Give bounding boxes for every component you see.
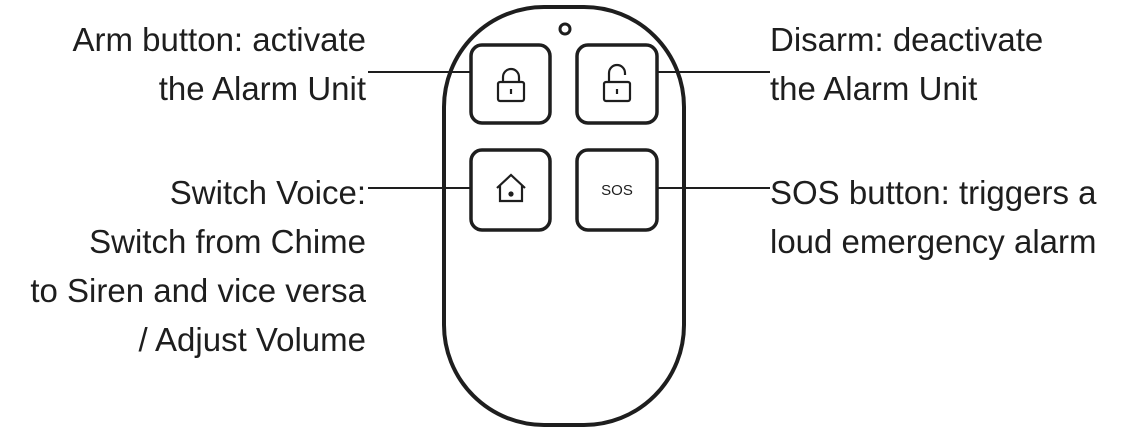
status-led bbox=[558, 22, 572, 36]
sos-key-label: SOS bbox=[601, 182, 633, 199]
arm-key[interactable] bbox=[469, 43, 552, 125]
voice-key[interactable] bbox=[469, 148, 552, 232]
callout-line: loud emergency alarm bbox=[770, 223, 1097, 260]
sos-button-callout: SOS button: triggers a loud emergency al… bbox=[770, 168, 1097, 266]
disarm-button-callout: Disarm: deactivate the Alarm Unit bbox=[770, 15, 1043, 113]
sos-key[interactable]: SOS bbox=[575, 148, 659, 232]
callout-line: Switch Voice: bbox=[169, 174, 366, 211]
callout-line: / Adjust Volume bbox=[138, 321, 366, 358]
callout-line: Arm button: activate bbox=[72, 21, 366, 58]
callout-line: SOS button: triggers a bbox=[770, 174, 1097, 211]
switch-voice-callout: Switch Voice: Switch from Chime to Siren… bbox=[30, 168, 366, 364]
locked-padlock-icon bbox=[496, 67, 526, 103]
callout-line: Switch from Chime bbox=[89, 223, 366, 260]
arm-button-callout: Arm button: activate the Alarm Unit bbox=[73, 15, 366, 113]
disarm-key[interactable] bbox=[575, 43, 659, 125]
home-icon bbox=[496, 173, 526, 203]
callout-line: to Siren and vice versa bbox=[30, 272, 366, 309]
callout-line: Disarm: deactivate bbox=[770, 21, 1044, 58]
callout-line: the Alarm Unit bbox=[770, 70, 978, 107]
callout-line: the Alarm Unit bbox=[158, 70, 366, 107]
unlocked-padlock-icon bbox=[602, 63, 632, 103]
